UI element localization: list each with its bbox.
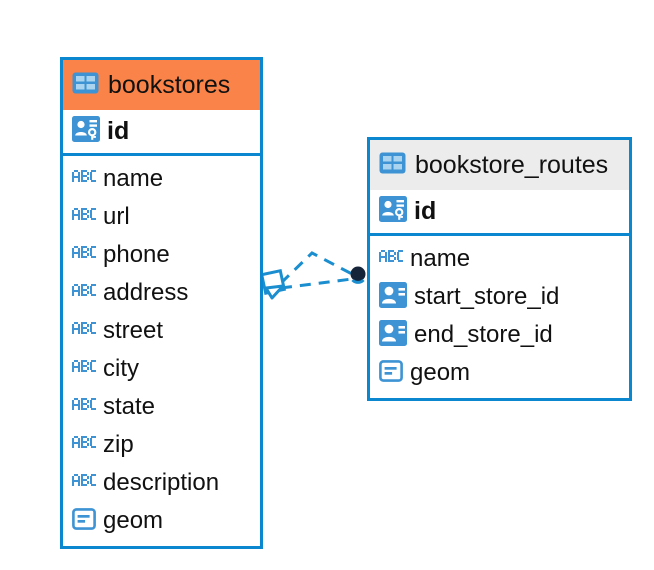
column-name: start_store_id (414, 283, 560, 310)
column-name: name (103, 165, 164, 192)
table-title: bookstore_routes (415, 150, 609, 179)
column-name: id (107, 117, 130, 145)
column-row-start-store-id[interactable]: start_store_id (379, 278, 620, 316)
column-row-description[interactable]: description (72, 464, 251, 502)
table-header-bookstores[interactable]: bookstores (63, 60, 260, 110)
column-name: geom (103, 507, 164, 534)
column-row-end-store-id[interactable]: end_store_id (379, 316, 620, 354)
geometry-icon (379, 359, 403, 387)
column-name: end_store_id (414, 321, 553, 348)
column-name: city (103, 355, 139, 382)
filled-dot-marker (350, 266, 366, 284)
geometry-icon (72, 507, 96, 535)
table-header-bookstore-routes[interactable]: bookstore_routes (370, 140, 629, 190)
column-name: url (103, 203, 130, 230)
table-bookstore-routes[interactable]: bookstore_routes id (367, 137, 632, 401)
column-row-url[interactable]: url (72, 198, 251, 236)
primary-key-icon (72, 116, 100, 147)
column-row-geom[interactable]: geom (72, 502, 251, 540)
column-name: description (103, 469, 220, 496)
column-row-primary-key[interactable]: id (63, 110, 260, 156)
abc-text-icon (72, 207, 96, 227)
column-name: address (103, 279, 189, 306)
abc-text-icon (72, 435, 96, 455)
column-row-street[interactable]: street (72, 312, 251, 350)
table-title: bookstores (108, 70, 231, 99)
foreign-key-icon (379, 281, 407, 313)
column-row-primary-key[interactable]: id (370, 190, 629, 236)
column-row-state[interactable]: state (72, 388, 251, 426)
column-row-phone[interactable]: phone (72, 236, 251, 274)
column-name: id (414, 197, 437, 225)
foreign-key-icon (379, 319, 407, 351)
abc-text-icon (379, 249, 403, 269)
column-row-name[interactable]: name (72, 160, 251, 198)
column-name: phone (103, 241, 170, 268)
table-grid-icon (72, 72, 99, 99)
abc-text-icon (72, 169, 96, 189)
column-name: name (410, 245, 471, 272)
table-bookstores[interactable]: bookstores id (60, 57, 263, 549)
abc-text-icon (72, 473, 96, 493)
column-row-name[interactable]: name (379, 240, 620, 278)
table-grid-icon (379, 152, 406, 179)
relationship-line-upper (279, 251, 353, 285)
column-name: zip (103, 431, 134, 458)
column-list-bookstores: name u (63, 156, 260, 546)
column-row-address[interactable]: address (72, 274, 251, 312)
column-row-city[interactable]: city (72, 350, 251, 388)
column-list-bookstore-routes: name start_store_id (370, 236, 629, 398)
column-name: geom (410, 359, 471, 386)
abc-text-icon (72, 397, 96, 417)
relationship-line-lower (280, 277, 353, 290)
column-name: street (103, 317, 164, 344)
primary-key-icon (379, 196, 407, 227)
column-row-zip[interactable]: zip (72, 426, 251, 464)
diamond-marker (259, 268, 287, 300)
abc-text-icon (72, 321, 96, 341)
column-row-geom[interactable]: geom (379, 354, 620, 392)
column-name: state (103, 393, 156, 420)
abc-text-icon (72, 283, 96, 303)
abc-text-icon (72, 245, 96, 265)
abc-text-icon (72, 359, 96, 379)
